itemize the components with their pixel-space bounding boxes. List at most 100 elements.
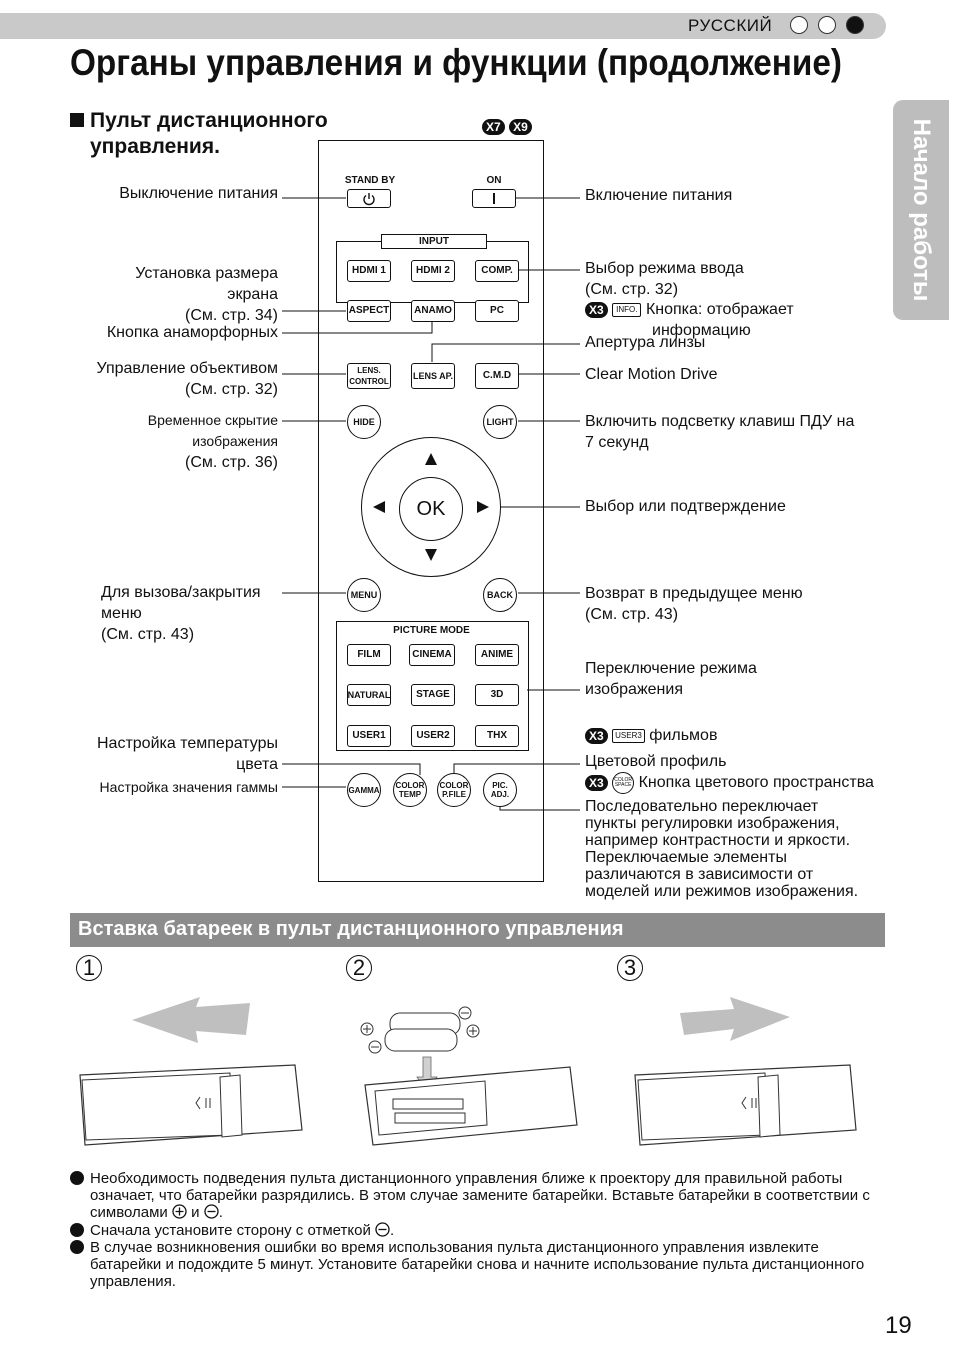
language-label: РУССКИЙ [688, 16, 773, 35]
page-number: 19 [885, 1312, 912, 1339]
light-button[interactable]: LIGHT [483, 405, 517, 439]
minus-icon [458, 1006, 472, 1020]
top-bar [0, 13, 886, 39]
battery-section-title: Вставка батареек в пульт дистанционного … [78, 918, 624, 940]
aspect-button[interactable]: ASPECT [347, 300, 391, 322]
label-gamma: Настройка значения гаммы [99, 779, 278, 795]
arrow-up-icon [425, 453, 437, 465]
label-anamorphic: Кнопка анаморфорных [106, 324, 278, 341]
label-cmd: Clear Motion Drive [585, 366, 718, 383]
badge-x7: X7 [482, 119, 505, 135]
badge-x3: X3 [585, 728, 608, 744]
cinema-button[interactable]: CINEMA [409, 644, 455, 666]
plus-icon [360, 1022, 374, 1036]
battery-section-bar: Вставка батареек в пульт дистанционного … [70, 913, 885, 947]
step-3-number: 3 [617, 955, 643, 981]
hdmi1-button[interactable]: HDMI 1 [347, 260, 391, 282]
standby-button[interactable] [347, 189, 391, 208]
label-back: Возврат в предыдущее меню (См. стр. 43) [585, 585, 803, 623]
user1-button[interactable]: USER1 [347, 725, 391, 747]
hide-button[interactable]: HIDE [347, 405, 381, 439]
bullet-icon [70, 1171, 84, 1185]
label-pic-adj: Последовательно переключает пункты регул… [585, 798, 859, 900]
on-label: ON [486, 175, 502, 186]
picture-mode-label: PICTURE MODE [393, 625, 470, 636]
film-button[interactable]: FILM [347, 644, 391, 666]
minus-icon [368, 1040, 382, 1054]
label-ok: Выбор или подтверждение [585, 498, 786, 515]
lens-control-button[interactable]: LENS.CONTROL [347, 363, 391, 389]
comp-button[interactable]: COMP. [475, 260, 519, 282]
label-hide: Временное скрытие изображения (См. стр. … [147, 412, 278, 471]
badge-x9: X9 [509, 119, 532, 135]
label-lens-aperture: Апертура линзы [585, 334, 706, 351]
picture-mode-group [336, 621, 529, 751]
section-heading: Пульт дистанционного управления. [70, 108, 328, 160]
dpad-arrows [373, 453, 489, 561]
pc-button[interactable]: PC [475, 300, 519, 322]
label-screen-size: Установка размера экрана (См. стр. 34) [135, 265, 278, 324]
label-light: Включить подсветку клавиш ПДУ на 7 секун… [585, 413, 855, 451]
user2-button[interactable]: USER2 [411, 725, 455, 747]
label-info: X3 INFO. Кнопка: отображает информацию [585, 299, 794, 341]
natural-button[interactable]: NATURAL [347, 684, 391, 706]
thx-button[interactable]: THX [475, 725, 519, 747]
cmd-button[interactable]: C.M.D [475, 363, 519, 389]
step-2-illustration [360, 1006, 578, 1146]
note-3: В случае возникновения ошибки во время и… [70, 1239, 885, 1290]
label-user3: X3 USER3 фильмов [585, 725, 717, 746]
square-bullet-icon [70, 113, 84, 127]
back-button[interactable]: BACK [483, 578, 517, 612]
page-dot-2 [818, 16, 836, 34]
3d-button[interactable]: 3D [475, 684, 519, 706]
label-color-temp: Настройка температуры цвета [97, 735, 278, 773]
standby-label: STAND BY [344, 175, 396, 186]
minus-icon [204, 1204, 219, 1219]
anime-button[interactable]: ANIME [475, 644, 519, 666]
plus-icon [172, 1204, 187, 1219]
menu-button[interactable]: MENU [347, 578, 381, 612]
label-power-on: Включение питания [585, 187, 733, 204]
minus-icon [375, 1222, 390, 1237]
note-1: Необходимость подведения пульта дистанци… [70, 1170, 885, 1221]
hdmi2-button[interactable]: HDMI 2 [411, 260, 455, 282]
remote-control: STAND BY ON INPUT HDMI 1 HDMI 2 COMP. AS… [318, 140, 544, 882]
note-2: Сначала установите сторону с отметкой . [70, 1222, 885, 1239]
arrow-left-icon [373, 501, 385, 513]
info-icon: INFO. [612, 302, 642, 317]
on-icon [493, 193, 495, 204]
side-tab-label: Начало работы [908, 118, 935, 302]
anamo-button[interactable]: ANAMO [411, 300, 455, 322]
pic-adj-button[interactable]: PIC.ADJ. [483, 773, 517, 807]
ok-button[interactable]: OK [399, 477, 463, 541]
step-1-illustration [79, 997, 303, 1146]
page-dot-3 [846, 16, 864, 34]
label-lens-control: Управление объективом (См. стр. 32) [96, 360, 278, 398]
page-dot-1 [790, 16, 808, 34]
lens-ap-button[interactable]: LENS AP. [411, 363, 455, 389]
battery-icon [384, 1012, 461, 1052]
on-button[interactable] [472, 189, 516, 208]
label-color-profile: Цветовой профиль [585, 753, 727, 770]
bullet-icon [70, 1240, 84, 1254]
label-input-select: Выбор режима ввода (См. стр. 32) [585, 260, 744, 298]
badge-x3: X3 [585, 775, 608, 792]
user3-icon: USER3 [612, 728, 645, 743]
model-badges: X7 X9 [482, 118, 532, 136]
bullet-icon [70, 1223, 84, 1237]
power-icon [363, 192, 375, 205]
step-3-illustration [634, 997, 857, 1146]
label-menu: Для вызова/закрытия меню (См. стр. 43) [101, 584, 261, 643]
step-2-number: 2 [346, 955, 372, 981]
stage-button[interactable]: STAGE [411, 684, 455, 706]
step-1-number: 1 [76, 955, 102, 981]
gamma-button[interactable]: GAMMA [347, 773, 381, 807]
input-group-label: INPUT [381, 234, 487, 249]
arrow-right-icon [477, 501, 489, 513]
arrow-down-icon [425, 549, 437, 561]
label-power-off: Выключение питания [119, 185, 278, 202]
